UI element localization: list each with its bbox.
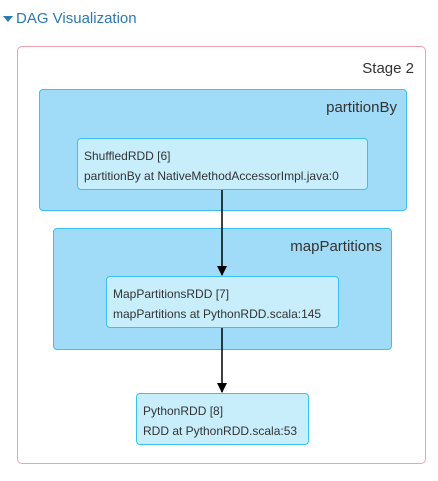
rdd-node-callsite: RDD at PythonRDD.scala:53 xyxy=(143,424,298,438)
rdd-node-callsite: mapPartitions at PythonRDD.scala:145 xyxy=(113,307,322,321)
rdd-node-name: MapPartitionsRDD [7] xyxy=(113,287,230,301)
rdd-node-callsite: partitionBy at NativeMethodAccessorImpl.… xyxy=(84,169,339,183)
caret-down-icon xyxy=(3,15,13,22)
dag-visualization-toggle[interactable]: DAG Visualization xyxy=(3,8,137,28)
cluster-label: mapPartitions xyxy=(290,238,382,255)
rdd-node-pythonrdd[interactable]: PythonRDD [8] RDD at PythonRDD.scala:53 xyxy=(136,393,309,445)
rdd-node-name: ShuffledRDD [6] xyxy=(84,149,171,163)
rdd-node-name: PythonRDD [8] xyxy=(143,404,224,418)
stage-label: Stage 2 xyxy=(362,60,414,77)
dag-visualization-title: DAG Visualization xyxy=(16,9,137,27)
rdd-node-shuffledrdd[interactable]: ShuffledRDD [6] partitionBy at NativeMet… xyxy=(77,138,368,190)
rdd-node-mappartitionsrdd[interactable]: MapPartitionsRDD [7] mapPartitions at Py… xyxy=(106,276,339,328)
cluster-label: partitionBy xyxy=(326,99,397,116)
